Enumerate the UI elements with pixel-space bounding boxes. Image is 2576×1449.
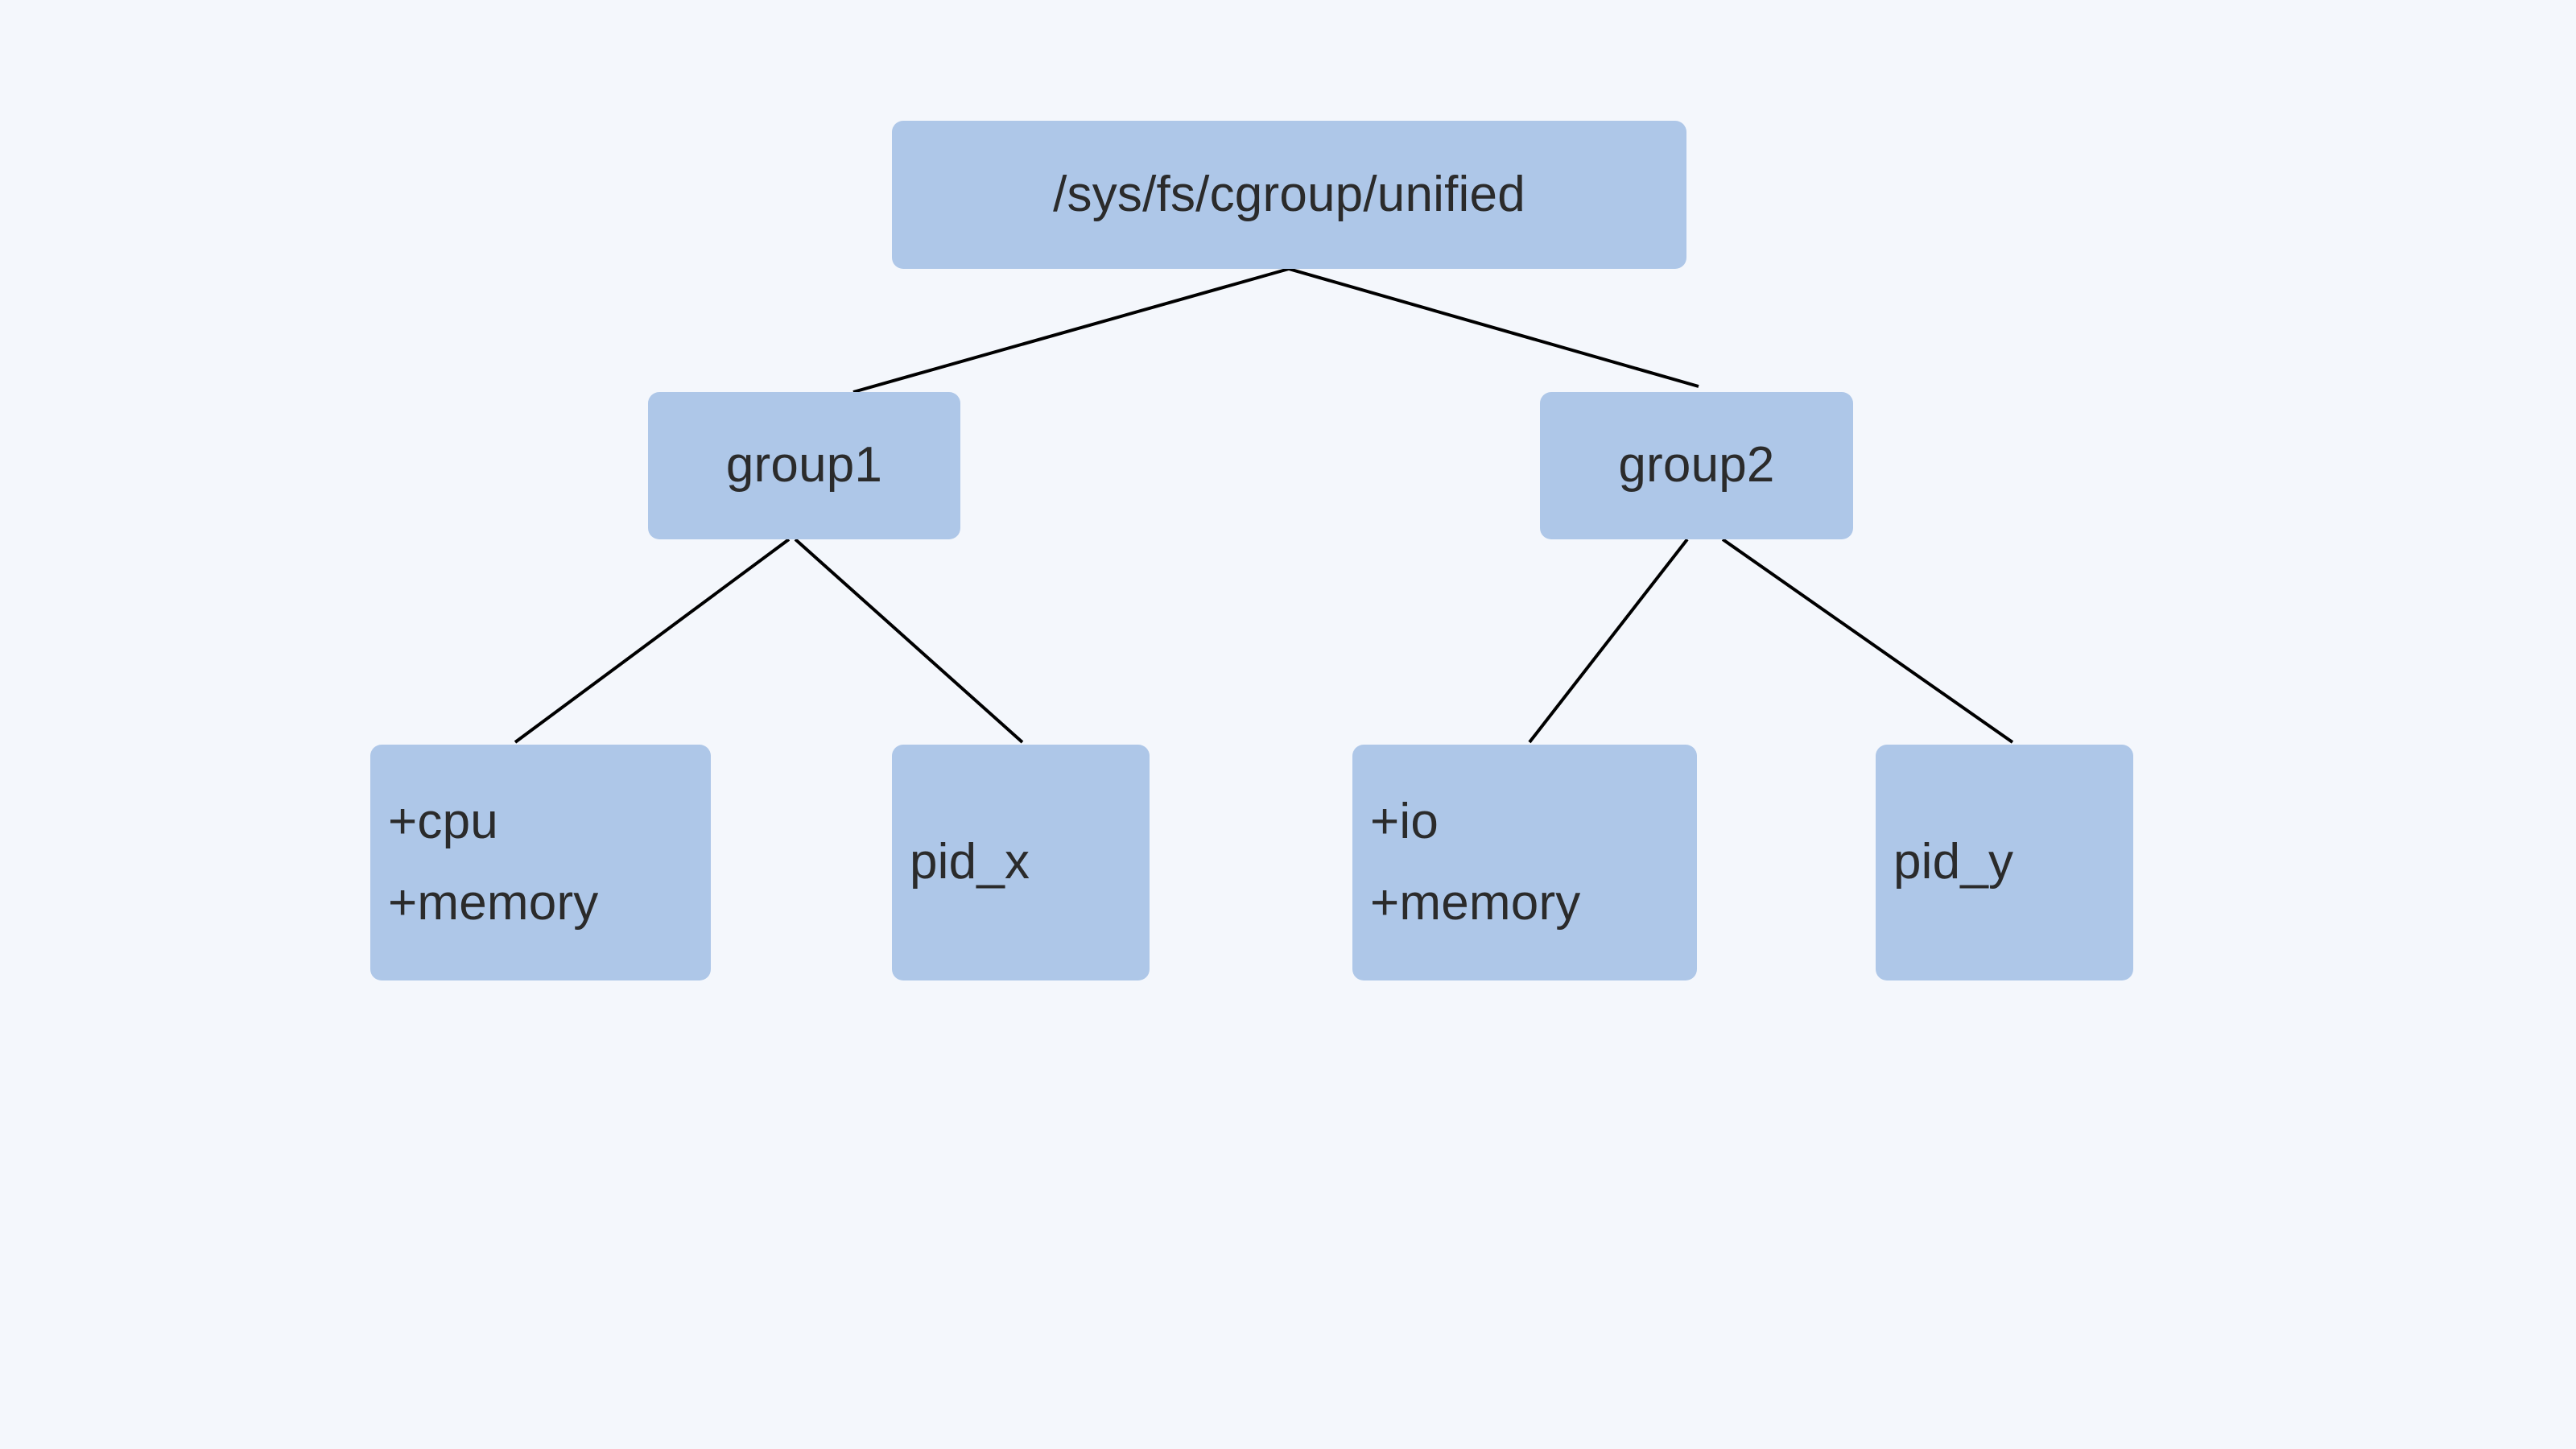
edge-root-to-group2 xyxy=(1288,267,1699,388)
edge-group1-to-pidx xyxy=(794,538,1024,744)
node-group2-label: group2 xyxy=(1618,437,1775,493)
node-group1[interactable]: group1 xyxy=(648,392,960,539)
node-pid-x[interactable]: pid_x xyxy=(892,745,1150,980)
node-group2[interactable]: group2 xyxy=(1540,392,1853,539)
node-pid-x-label: pid_x xyxy=(910,834,1030,890)
node-pid-y-label: pid_y xyxy=(1893,834,2014,890)
node-group1-label: group1 xyxy=(725,437,883,493)
node-controllers-group1[interactable]: +cpu +memory xyxy=(370,745,711,980)
node-pid-y[interactable]: pid_y xyxy=(1876,745,2133,980)
node-controllers-group2[interactable]: +io +memory xyxy=(1352,745,1697,980)
edge-root-to-group1 xyxy=(852,267,1290,394)
edge-group2-to-pidy xyxy=(1721,538,2014,744)
controller-io-label: +io xyxy=(1370,794,1439,850)
controller-memory2-label: +memory xyxy=(1370,874,1581,931)
node-root[interactable]: /sys/fs/cgroup/unified xyxy=(892,121,1686,269)
node-root-label: /sys/fs/cgroup/unified xyxy=(1053,166,1525,222)
controller-cpu-label: +cpu xyxy=(388,794,498,850)
edge-group1-to-ctrl1 xyxy=(514,538,791,744)
controller-memory-label: +memory xyxy=(388,874,599,931)
edge-group2-to-ctrl2 xyxy=(1528,538,1689,744)
